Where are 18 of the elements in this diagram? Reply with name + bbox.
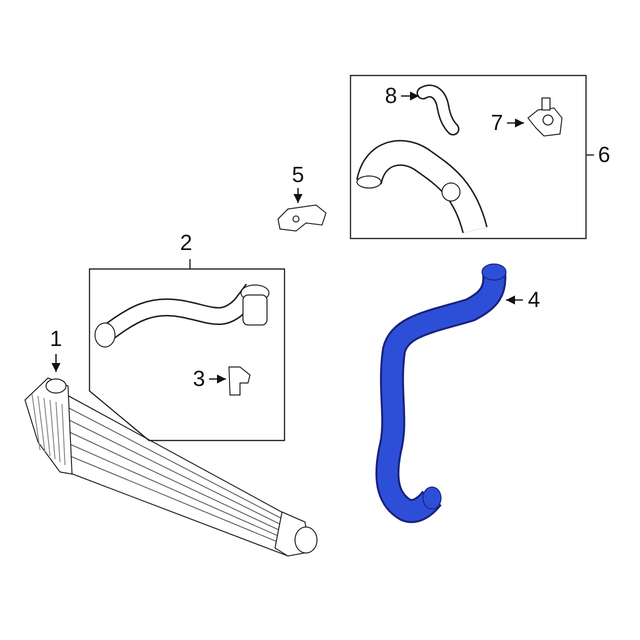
callout-number: 7	[487, 110, 507, 136]
leader-arrow	[506, 295, 523, 305]
leader-arrow	[507, 118, 524, 128]
leader-arrow	[293, 188, 303, 203]
bracket-drawing	[276, 203, 328, 233]
leader-arrow	[209, 374, 226, 384]
leader-arrow	[401, 91, 419, 101]
callout-number: 2	[180, 230, 192, 256]
leader-arrow	[51, 354, 61, 372]
callout-number: 1	[45, 326, 67, 354]
hose-drawing	[419, 85, 459, 135]
callout-number: 6	[598, 142, 610, 168]
callout-number: 8	[381, 83, 401, 109]
callout-number: 5	[287, 162, 309, 188]
callout-number: 4	[523, 287, 545, 313]
callout-number: 3	[189, 366, 209, 392]
clip-drawing	[226, 365, 252, 397]
duct-drawing	[355, 140, 487, 234]
